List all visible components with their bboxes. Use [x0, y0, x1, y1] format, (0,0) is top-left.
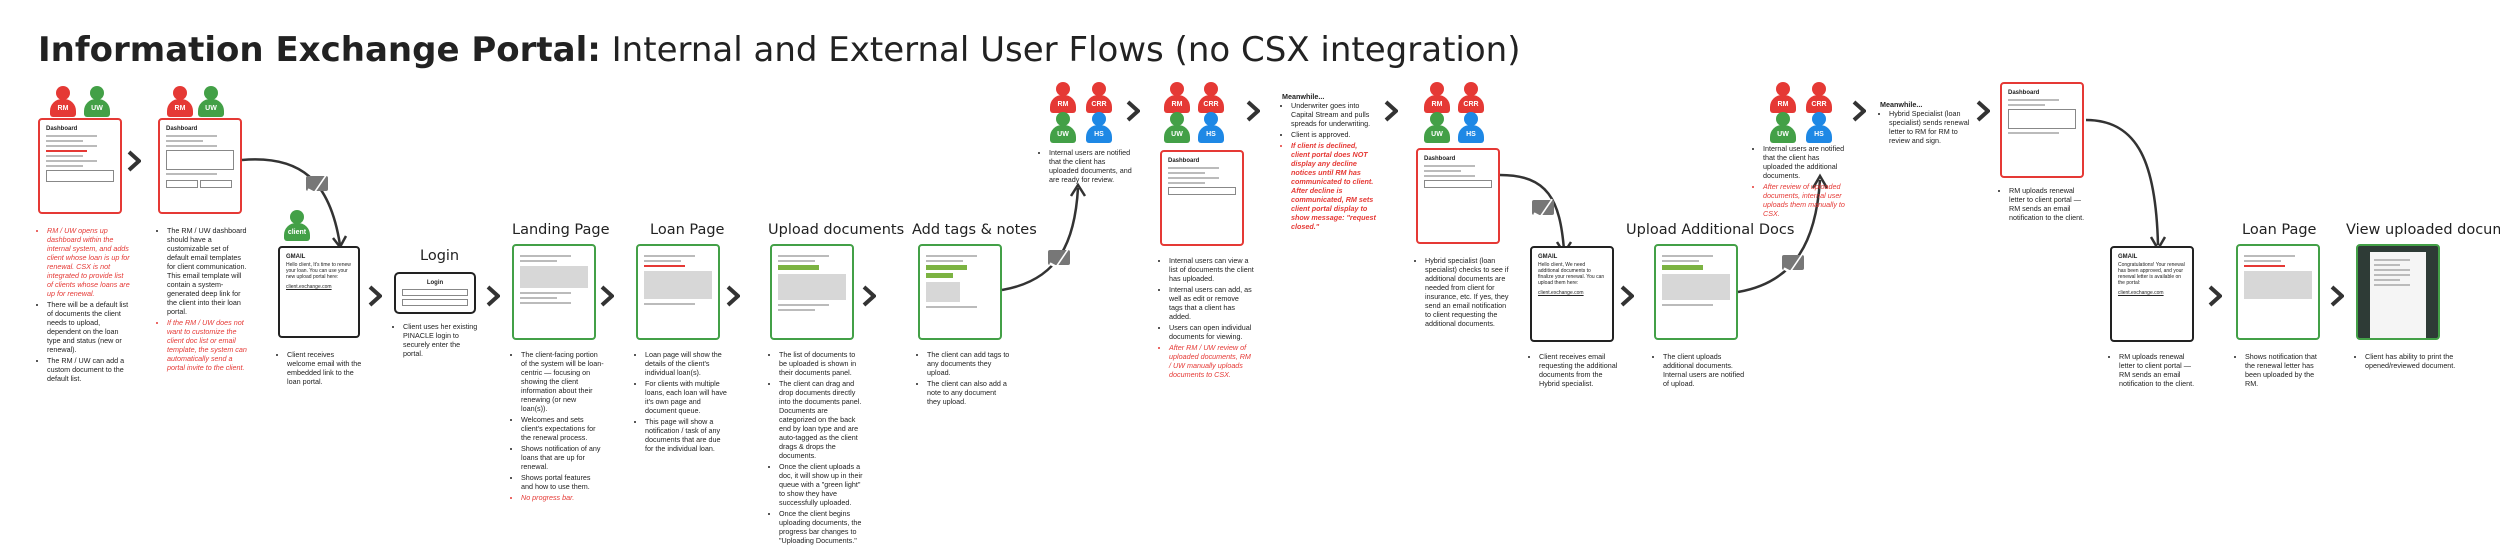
uw-avatar-icon: UW: [84, 86, 110, 118]
flow-curve: [1001, 182, 1087, 292]
meanwhile-note-2: Meanwhile... Hybrid Specialist (loan spe…: [1880, 100, 1972, 147]
page-title: Information Exchange Portal: Internal an…: [38, 30, 1521, 70]
step-title-login: Login: [420, 248, 460, 264]
uw-avatar-icon: UW: [198, 86, 224, 118]
step-note-12: Client receives email requesting the add…: [1530, 352, 1620, 390]
rm-avatar-icon: RM: [1424, 82, 1450, 114]
crr-avatar-icon: CRR: [1806, 82, 1832, 114]
flow-arrow-icon: [2330, 285, 2344, 307]
loan-page-2-screen: [2236, 244, 2320, 340]
step-note-4: Client uses her existing PINACLE login t…: [394, 322, 478, 360]
flow-arrow-icon: [1976, 100, 1990, 122]
uw-avatar-icon: UW: [1770, 112, 1796, 144]
step-title-landing: Landing Page: [512, 222, 610, 238]
email-icon: [1782, 255, 1804, 270]
step-note-1: RM / UW opens up dashboard within the in…: [38, 226, 130, 385]
email-template-screen: Dashboard: [158, 118, 242, 214]
flow-arrow-icon: [1384, 100, 1398, 122]
rm-dashboard-screen: Dashboard: [38, 118, 122, 214]
flow-arrow-icon: [127, 150, 141, 172]
step-note-3: Client receives welcome email with the e…: [278, 350, 362, 388]
step-title-view: View uploaded documents: [2346, 222, 2500, 238]
step-title-tags: Add tags & notes: [912, 222, 1037, 238]
flow-arrow-icon: [862, 285, 876, 307]
email-icon: [1048, 250, 1070, 265]
request-docs-field[interactable]: [46, 170, 114, 182]
rm-avatar-icon: RM: [50, 86, 76, 118]
crr-avatar-icon: CRR: [1198, 82, 1224, 114]
flow-arrow-icon: [600, 285, 614, 307]
login-screen: Login: [394, 272, 476, 314]
hs-avatar-icon: HS: [1086, 112, 1112, 144]
internal-review-screen: Dashboard: [1160, 150, 1244, 246]
step-title-upload: Upload documents: [768, 222, 905, 238]
portal-link[interactable]: client.exchange.com: [286, 284, 332, 290]
portal-link[interactable]: client.exchange.com: [1538, 290, 1584, 296]
step-note-6: Loan page will show the details of the c…: [636, 350, 728, 455]
portal-link[interactable]: client.exchange.com: [2118, 290, 2164, 296]
upload-documents-screen: [770, 244, 854, 340]
hs-avatar-icon: HS: [1198, 112, 1224, 144]
crr-avatar-icon: CRR: [1086, 82, 1112, 114]
view-documents-screen: [2356, 244, 2440, 340]
add-tags-screen: [918, 244, 1002, 340]
step-title-loan: Loan Page: [650, 222, 725, 238]
flow-arrow-icon: [1126, 100, 1140, 122]
rm-avatar-icon: RM: [167, 86, 193, 118]
landing-page-screen: [512, 244, 596, 340]
step-note-11: Hybrid specialist (loan specialist) chec…: [1416, 256, 1510, 330]
step-note-7: The list of documents to be uploaded is …: [770, 350, 864, 547]
step-note-5: The client-facing portion of the system …: [512, 350, 604, 504]
email-icon: [1532, 200, 1554, 215]
step-note-8: The client can add tags to any documents…: [918, 350, 1010, 408]
hs-avatar-icon: HS: [1806, 112, 1832, 144]
step-note-15: RM uploads renewal letter to client port…: [2000, 186, 2092, 224]
step-note-16: RM uploads renewal letter to client port…: [2110, 352, 2202, 390]
hybrid-specialist-screen: Dashboard: [1416, 148, 1500, 244]
flow-curve: [2085, 118, 2167, 252]
flow-arrow-icon: [486, 285, 500, 307]
uw-avatar-icon: UW: [1050, 112, 1076, 144]
crr-avatar-icon: CRR: [1458, 82, 1484, 114]
flow-arrow-icon: [726, 285, 740, 307]
flow-arrow-icon: [1246, 100, 1260, 122]
step-note-13: The client uploads additional documents.…: [1654, 352, 1746, 390]
rm-upload-letter-screen: Dashboard: [2000, 82, 2084, 178]
flow-arrow-icon: [1620, 285, 1634, 307]
hs-avatar-icon: HS: [1458, 112, 1484, 144]
rm-avatar-icon: RM: [1050, 82, 1076, 114]
step-note-17: Shows notification that the renewal lett…: [2236, 352, 2328, 390]
password-field[interactable]: [402, 299, 468, 306]
step-note-14: Internal users are notified that the cli…: [1754, 144, 1850, 220]
username-field[interactable]: [402, 289, 468, 296]
step-title-upload-additional: Upload Additional Docs: [1626, 222, 1795, 238]
request-docs-field[interactable]: [1168, 187, 1236, 195]
step-note-9: Internal users are notified that the cli…: [1040, 148, 1132, 186]
step-title-loan-2: Loan Page: [2242, 222, 2317, 238]
request-docs-button[interactable]: [166, 180, 198, 188]
meanwhile-note: Meanwhile... Underwriter goes into Capit…: [1282, 92, 1378, 233]
step-note-10: Internal users can view a list of docume…: [1160, 256, 1254, 381]
rm-avatar-icon: RM: [1770, 82, 1796, 114]
step-note-2: The RM / UW dashboard should have a cust…: [158, 226, 250, 374]
loan-page-screen: [636, 244, 720, 340]
flow-arrow-icon: [368, 285, 382, 307]
flow-arrow-icon: [2208, 285, 2222, 307]
additional-docs-email-screen: GMAIL Hello client, We need additional d…: [1530, 246, 1614, 342]
email-icon: [306, 176, 328, 191]
rm-avatar-icon: RM: [1164, 82, 1190, 114]
upload-additional-screen: [1654, 244, 1738, 340]
flow-arrow-icon: [1852, 100, 1866, 122]
renewal-email-screen: GMAIL Congratulations! Your renewal has …: [2110, 246, 2194, 342]
client-avatar-icon: client: [284, 210, 310, 242]
send-notification-button[interactable]: [200, 180, 232, 188]
uw-avatar-icon: UW: [1164, 112, 1190, 144]
welcome-email-screen: GMAIL Hello client, It's time to renew y…: [278, 246, 360, 338]
upload-letter-field[interactable]: [2008, 109, 2076, 129]
step-note-18: Client has ability to print the opened/r…: [2356, 352, 2456, 372]
uw-avatar-icon: UW: [1424, 112, 1450, 144]
